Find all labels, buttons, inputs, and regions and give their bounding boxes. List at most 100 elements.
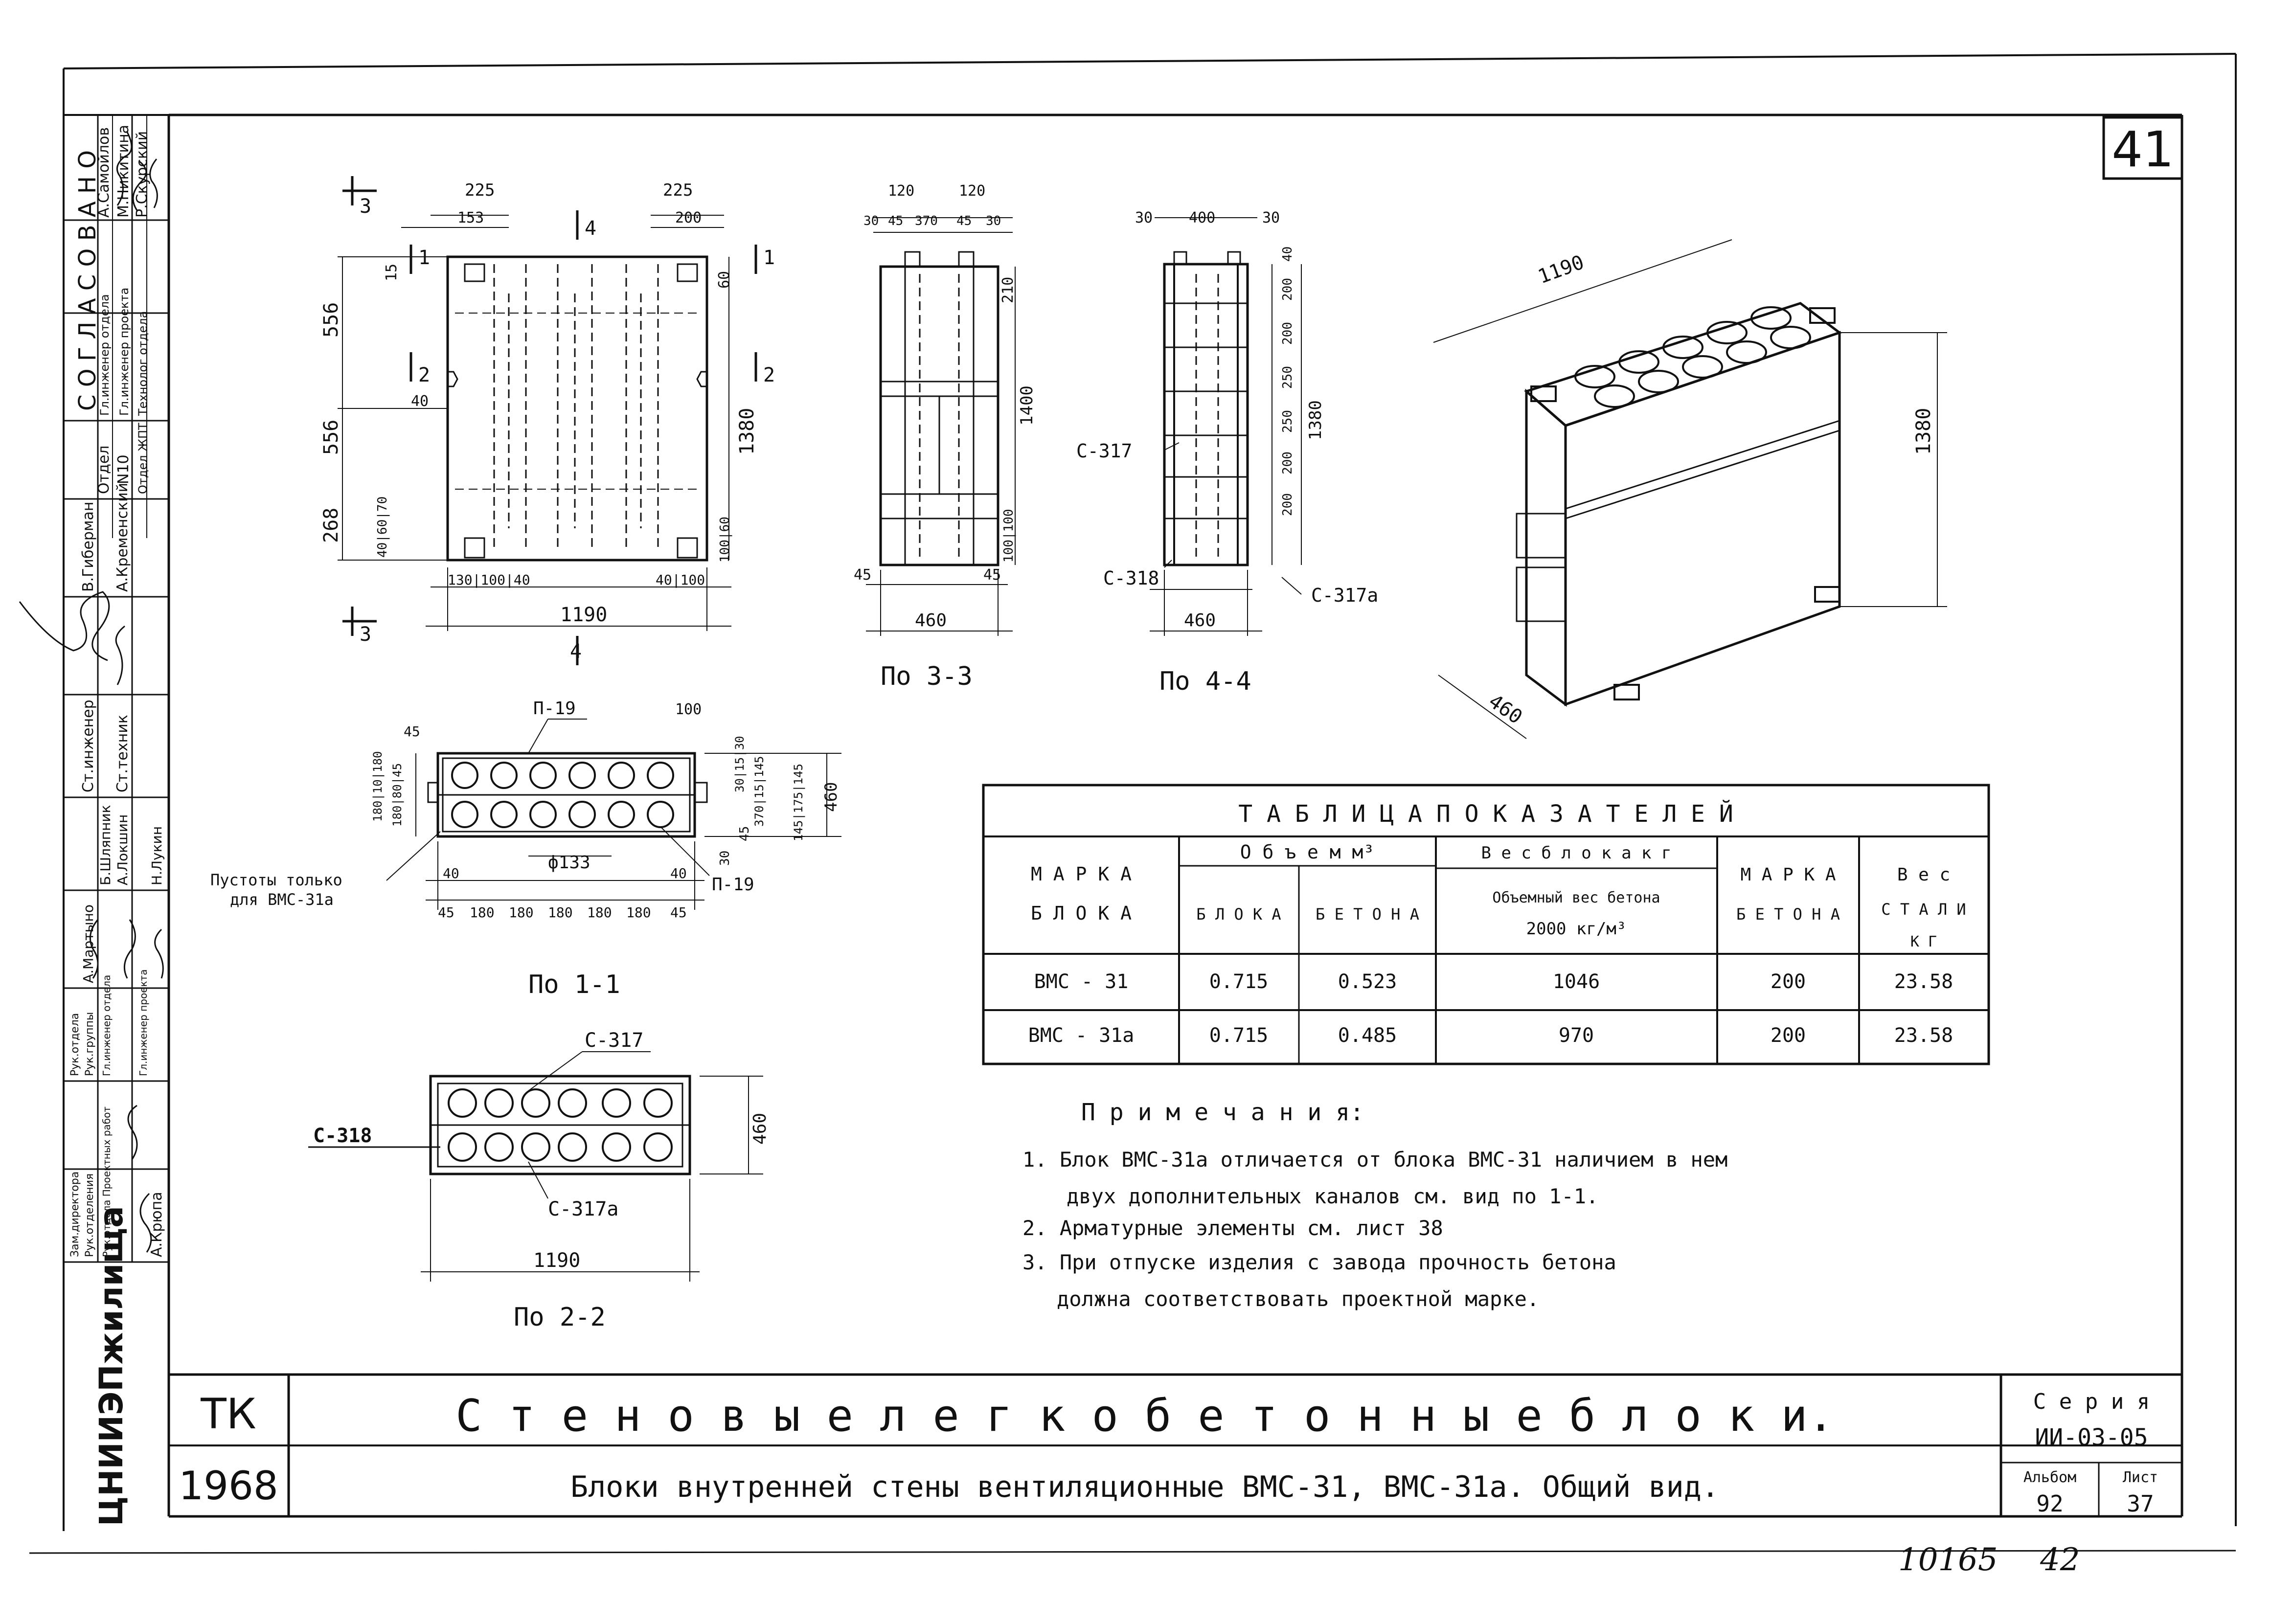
stamp-number-right: 42: [2040, 1542, 2080, 1578]
dim-460-s22: 460: [750, 1113, 770, 1145]
worker-4: Н.Лукин: [149, 826, 165, 885]
sheet-frame: [29, 53, 2237, 1554]
year-label: 1968: [179, 1463, 278, 1509]
sec-mark-3-top: 3: [360, 195, 371, 218]
approval-dept-tech: Отдел ЖПТ: [136, 423, 150, 494]
director-3: Рук.отдела Проектных работ: [101, 1106, 113, 1257]
dim-200-a: 200: [1280, 278, 1295, 301]
dim-250-b: 250: [1280, 410, 1295, 433]
dim-100-s11: 100: [675, 701, 702, 718]
label-c317a-s22: С-317а: [548, 1198, 619, 1220]
notes: П р и м е ч а н и я: 1. Блок ВМС-31а отл…: [1022, 1099, 1727, 1311]
cell-steel: 23.58: [1894, 1024, 1953, 1047]
series-value: ИИ-03-05: [2035, 1424, 2148, 1451]
dim-30-t-right: 30: [1262, 209, 1280, 226]
dim-30-left: 30: [863, 214, 879, 228]
dim-bottom-180e: 180: [626, 904, 651, 921]
notes-title: П р и м е ч а н и я:: [1081, 1099, 1364, 1126]
signature-mark: [123, 919, 136, 979]
stamp-number-left: 10165: [1898, 1542, 1998, 1578]
sec-mark-4-top: 4: [585, 217, 596, 240]
dim-250-a: 250: [1280, 366, 1295, 389]
approval-strip: С О Г Л А С О В А Н О А.Самойлов М.Никит…: [19, 114, 169, 1526]
worker-3: А.Локшин: [114, 814, 131, 885]
front-view: 3 3 4 4 2 2 1 1 225 153 225 200 15 60 40…: [320, 176, 775, 665]
caption-s11: По 1-1: [528, 970, 620, 999]
isometric-view: 1190 1380 460: [1433, 239, 1947, 739]
note-line-3: 2. Арматурные элементы см. лист 38: [1022, 1216, 1443, 1240]
label-p19-bottom: П-19: [712, 875, 754, 895]
dim-268: 268: [320, 508, 342, 543]
sec-mark-2-left: 2: [418, 364, 430, 386]
subtitle: Блоки внутренней стены вентиляционные ВМ…: [570, 1470, 1719, 1504]
front-outline: [446, 255, 708, 562]
iso-side-face: [1525, 388, 1567, 707]
dim-100-60: 100|60: [718, 517, 732, 563]
label-p19-top: П-19: [533, 699, 576, 719]
dim-bottom-45b: 45: [670, 904, 687, 921]
dim-15: 15: [383, 264, 400, 281]
signature-mark: [115, 625, 125, 685]
approval-name-3: Р.Скурский: [134, 131, 151, 218]
th-weight: В е с б л о к а к г: [1481, 843, 1672, 863]
cell-mark: ВМС - 31: [1034, 970, 1129, 993]
dim-556-lower: 556: [320, 420, 342, 455]
sec-mark-3-bottom: 3: [360, 623, 371, 646]
dim-bottom-45a: 45: [438, 904, 454, 921]
signature-mark: [149, 158, 158, 208]
note-line-5: должна соответствовать проектной марке.: [1057, 1287, 1539, 1311]
dim-1380: 1380: [736, 408, 758, 455]
dim-200: 200: [675, 209, 702, 226]
signature-mark: [127, 1105, 138, 1160]
approval-dept-no: N10: [115, 454, 132, 484]
director-name: А.Крюпа: [148, 1192, 165, 1257]
approval-role-1: Гл.инженер отдела: [98, 294, 112, 416]
dim-40-100: 40|100: [656, 572, 705, 588]
dim-1400: 1400: [1017, 385, 1037, 426]
sec-mark-1-left: 1: [418, 247, 430, 269]
dim-210: 210: [999, 277, 1017, 303]
label-c317-s22: С-317: [585, 1029, 643, 1052]
th-weight-sub: Объемный вес бетона: [1492, 889, 1660, 906]
director-2: Рук.отделения: [84, 1173, 96, 1257]
note-line-4: 3. При отпуске изделия с завода прочност…: [1022, 1250, 1616, 1274]
dim-225-right: 225: [663, 180, 693, 200]
approval-header: С О Г Л А С О В А Н О: [74, 150, 101, 411]
dim-40-60-70: 40|60|70: [375, 496, 390, 558]
cell-mark: ВМС - 31а: [1028, 1024, 1135, 1047]
cell-vol-block: 0.715: [1209, 1024, 1268, 1047]
th-mark: М А Р К А: [1031, 863, 1132, 885]
dim-bottom-180c: 180: [548, 904, 573, 921]
dim-200-b: 200: [1280, 322, 1295, 345]
th-weight-sub2: 2000 кг/м³: [1526, 919, 1627, 939]
label-voids-2: для ВМС-31а: [230, 890, 334, 909]
main-title: С т е н о в ы е л е г к о б е т о н н ы …: [455, 1390, 1834, 1442]
dim-1190-front: 1190: [560, 604, 607, 626]
note-line-1: 1. Блок ВМС-31а отличается от блока ВМС-…: [1022, 1148, 1727, 1172]
dim-30-t-left: 30: [1135, 209, 1153, 226]
table-row: ВМС - 31а 0.715 0.485 970 200 23.58: [1028, 1024, 1953, 1047]
dim-200-c: 200: [1280, 451, 1295, 474]
approval-dept: Отдел: [95, 446, 113, 494]
signature-mark: [139, 1193, 152, 1253]
dim-40-s44: 40: [1280, 247, 1295, 262]
cell-concrete: 200: [1771, 970, 1806, 993]
staff-1: В.Гиберман: [80, 501, 97, 592]
cell-concrete: 200: [1771, 1024, 1806, 1047]
album-value: 92: [2036, 1490, 2063, 1517]
lead-1: Ст.инженер: [80, 699, 97, 792]
dim-1380-s44: 1380: [1306, 400, 1325, 440]
sheet-number-box: 41: [2102, 116, 2183, 180]
th-mark-2: Б Л О К А: [1031, 902, 1132, 924]
iso-front-face: [1564, 331, 1841, 706]
dim-left-bottom: 180|80|45: [390, 763, 404, 827]
sec-mark-4-bottom: 4: [570, 640, 582, 663]
dim-45-s11: 45: [404, 723, 420, 740]
sec-mark-1-right: 1: [763, 247, 775, 269]
dim-45-left: 45: [888, 214, 903, 228]
dim-120-left: 120: [888, 182, 914, 200]
dim-left-top: 180|10|180: [371, 751, 385, 822]
dim-40-right-s11: 40: [670, 865, 687, 881]
dim-153: 153: [457, 209, 484, 226]
